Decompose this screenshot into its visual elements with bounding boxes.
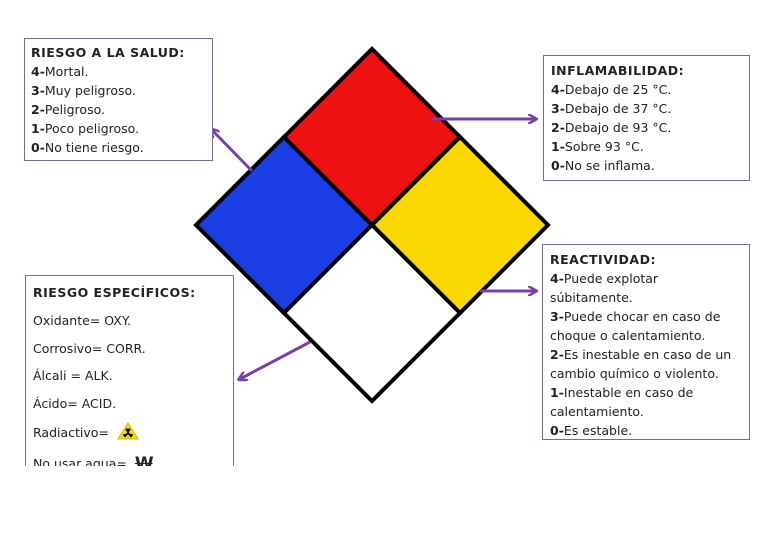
flammability-item-text: Debajo de 37 °C. (564, 101, 672, 116)
flammability-item-text: Debajo de 25 °C. (564, 82, 672, 97)
flammability-item-number: 3- (551, 101, 565, 116)
reactivity-item-text: Inestable en caso de calentamiento. (550, 385, 694, 419)
reactivity-item: 1-Inestable en caso de calentamiento. (550, 383, 742, 421)
health-item: 3-Muy peligroso. (31, 81, 206, 100)
reactivity-item-number: 2- (550, 347, 564, 362)
flammability-item: 0-No se inflama. (551, 156, 742, 175)
reactivity-item: 0-Es estable. (550, 421, 742, 440)
health-item-text: Mortal. (44, 64, 89, 79)
flammability-item-number: 1- (551, 139, 565, 154)
reactivity-item-text: Puede chocar en caso de choque o calenta… (550, 309, 721, 343)
flammability-item: 1-Sobre 93 °C. (551, 137, 742, 156)
health-item: 0-No tiene riesgo. (31, 138, 206, 157)
health-item-number: 4- (31, 64, 45, 79)
health-item: 4-Mortal. (31, 62, 206, 81)
flammability-item-text: No se inflama. (564, 158, 655, 173)
reactivity-item-text: Es estable. (563, 423, 633, 438)
arrow-to-health (212, 130, 254, 173)
flammability-item-number: 0- (551, 158, 565, 173)
health-items: 4-Mortal.3-Muy peligroso.2-Peligroso.1-P… (31, 62, 206, 157)
reactivity-title: REACTIVIDAD: (550, 252, 656, 267)
radioactive-label: Radiactivo= (33, 425, 109, 440)
specific-risks-legend-box: RIESGO ESPECÍFICOS: Oxidante= OXY. Corro… (25, 275, 234, 466)
flammability-item-text: Sobre 93 °C. (564, 139, 644, 154)
flammability-item: 3-Debajo de 37 °C. (551, 99, 742, 118)
specific-item-oxidizer: Oxidante= OXY. (33, 313, 131, 328)
radiation-icon (116, 422, 139, 445)
specific-item-corrosive: Corrosivo= CORR. (33, 340, 146, 356)
specific-item-radioactive: Radiactivo= (33, 422, 226, 445)
specific-item-acid: Ácido= ACID. (33, 395, 117, 411)
reactivity-item-number: 3- (550, 309, 564, 324)
reactivity-item: 3-Puede chocar en caso de choque o calen… (550, 307, 742, 345)
flammability-legend-box: INFLAMABILIDAD: 4-Debajo de 25 °C.3-Deba… (543, 55, 750, 181)
health-item-text: No tiene riesgo. (44, 140, 144, 155)
reactivity-item-text: Puede explotar súbitamente. (550, 271, 659, 305)
flammability-item-number: 2- (551, 120, 565, 135)
reactivity-legend-box: REACTIVIDAD: 4-Puede explotar súbitament… (542, 244, 750, 440)
no-water-icon: W (134, 454, 154, 467)
specific-item-no-water: No usar agua= W (33, 455, 226, 467)
health-item-text: Poco peligroso. (44, 121, 140, 136)
flammability-title: INFLAMABILIDAD: (551, 63, 685, 78)
flammability-item-number: 4- (551, 82, 565, 97)
flammability-item-text: Debajo de 93 °C. (564, 120, 672, 135)
flammability-items: 4-Debajo de 25 °C.3-Debajo de 37 °C.2-De… (551, 80, 742, 175)
health-item-text: Muy peligroso. (44, 83, 136, 98)
no-water-label: No usar agua= (33, 455, 127, 467)
reactivity-item-number: 1- (550, 385, 564, 400)
health-item-number: 2- (31, 102, 45, 117)
flammability-item: 2-Debajo de 93 °C. (551, 118, 742, 137)
flammability-item: 4-Debajo de 25 °C. (551, 80, 742, 99)
reactivity-item-text: Es inestable en caso de un cambio químic… (550, 347, 732, 381)
health-item-number: 1- (31, 121, 45, 136)
health-legend-box: RIESGO A LA SALUD: 4-Mortal.3-Muy peligr… (24, 38, 213, 161)
reactivity-item-number: 4- (550, 271, 564, 286)
health-title: RIESGO A LA SALUD: (31, 45, 185, 60)
specific-title: RIESGO ESPECÍFICOS: (33, 285, 196, 300)
reactivity-item: 4-Puede explotar súbitamente. (550, 269, 742, 307)
health-item-number: 3- (31, 83, 45, 98)
health-item-text: Peligroso. (44, 102, 105, 117)
health-item: 2-Peligroso. (31, 100, 206, 119)
health-item-number: 0- (31, 140, 45, 155)
reactivity-item: 2-Es inestable en caso de un cambio quím… (550, 345, 742, 383)
reactivity-items: 4-Puede explotar súbitamente.3-Puede cho… (550, 269, 742, 440)
arrow-to-specific (240, 340, 311, 379)
specific-item-alkali: Álcali = ALK. (33, 368, 113, 383)
specific-quadrant-white (281, 222, 463, 404)
health-item: 1-Poco peligroso. (31, 119, 206, 138)
reactivity-item-number: 0- (550, 423, 564, 438)
